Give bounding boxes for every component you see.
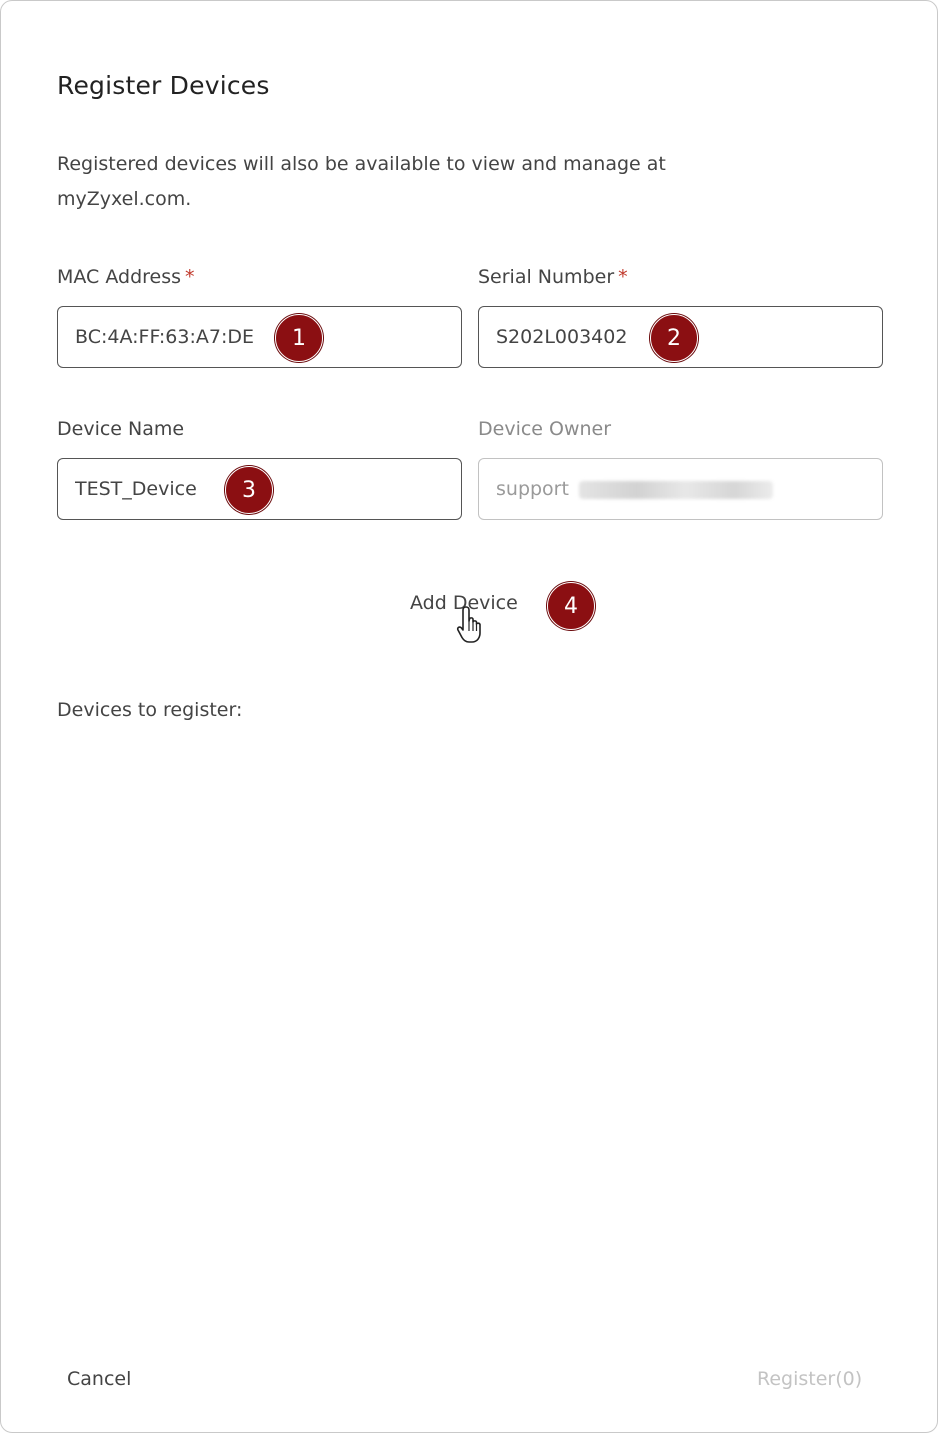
devices-to-register-list (57, 741, 883, 1301)
add-device-button[interactable]: Add Device (410, 592, 518, 614)
serial-number-label: Serial Number* (478, 266, 628, 288)
hand-pointer-cursor-icon (456, 606, 481, 643)
device-owner-field (478, 458, 883, 520)
mac-address-input[interactable] (58, 307, 461, 367)
step-badge-4: 4 (547, 582, 595, 630)
step-badge-1: 1 (275, 314, 323, 362)
cancel-button[interactable]: Cancel (67, 1368, 132, 1390)
mac-address-label: MAC Address* (57, 266, 195, 288)
dialog-description: Registered devices will also be availabl… (57, 153, 666, 210)
step-badge-3: 3 (225, 466, 273, 514)
device-name-label: Device Name (57, 418, 185, 440)
register-button[interactable]: Register(0) (757, 1368, 863, 1390)
step-badge-2: 2 (650, 314, 698, 362)
device-owner-label: Device Owner (478, 418, 612, 440)
required-mark: * (185, 266, 195, 288)
devices-to-register-label: Devices to register: (57, 699, 243, 721)
dialog-title: Register Devices (57, 71, 270, 100)
mac-address-label-text: MAC Address (57, 266, 182, 288)
redacted-email-mask (579, 481, 773, 499)
serial-number-label-text: Serial Number (478, 266, 615, 288)
required-mark: * (618, 266, 628, 288)
mac-address-field[interactable] (57, 306, 462, 368)
